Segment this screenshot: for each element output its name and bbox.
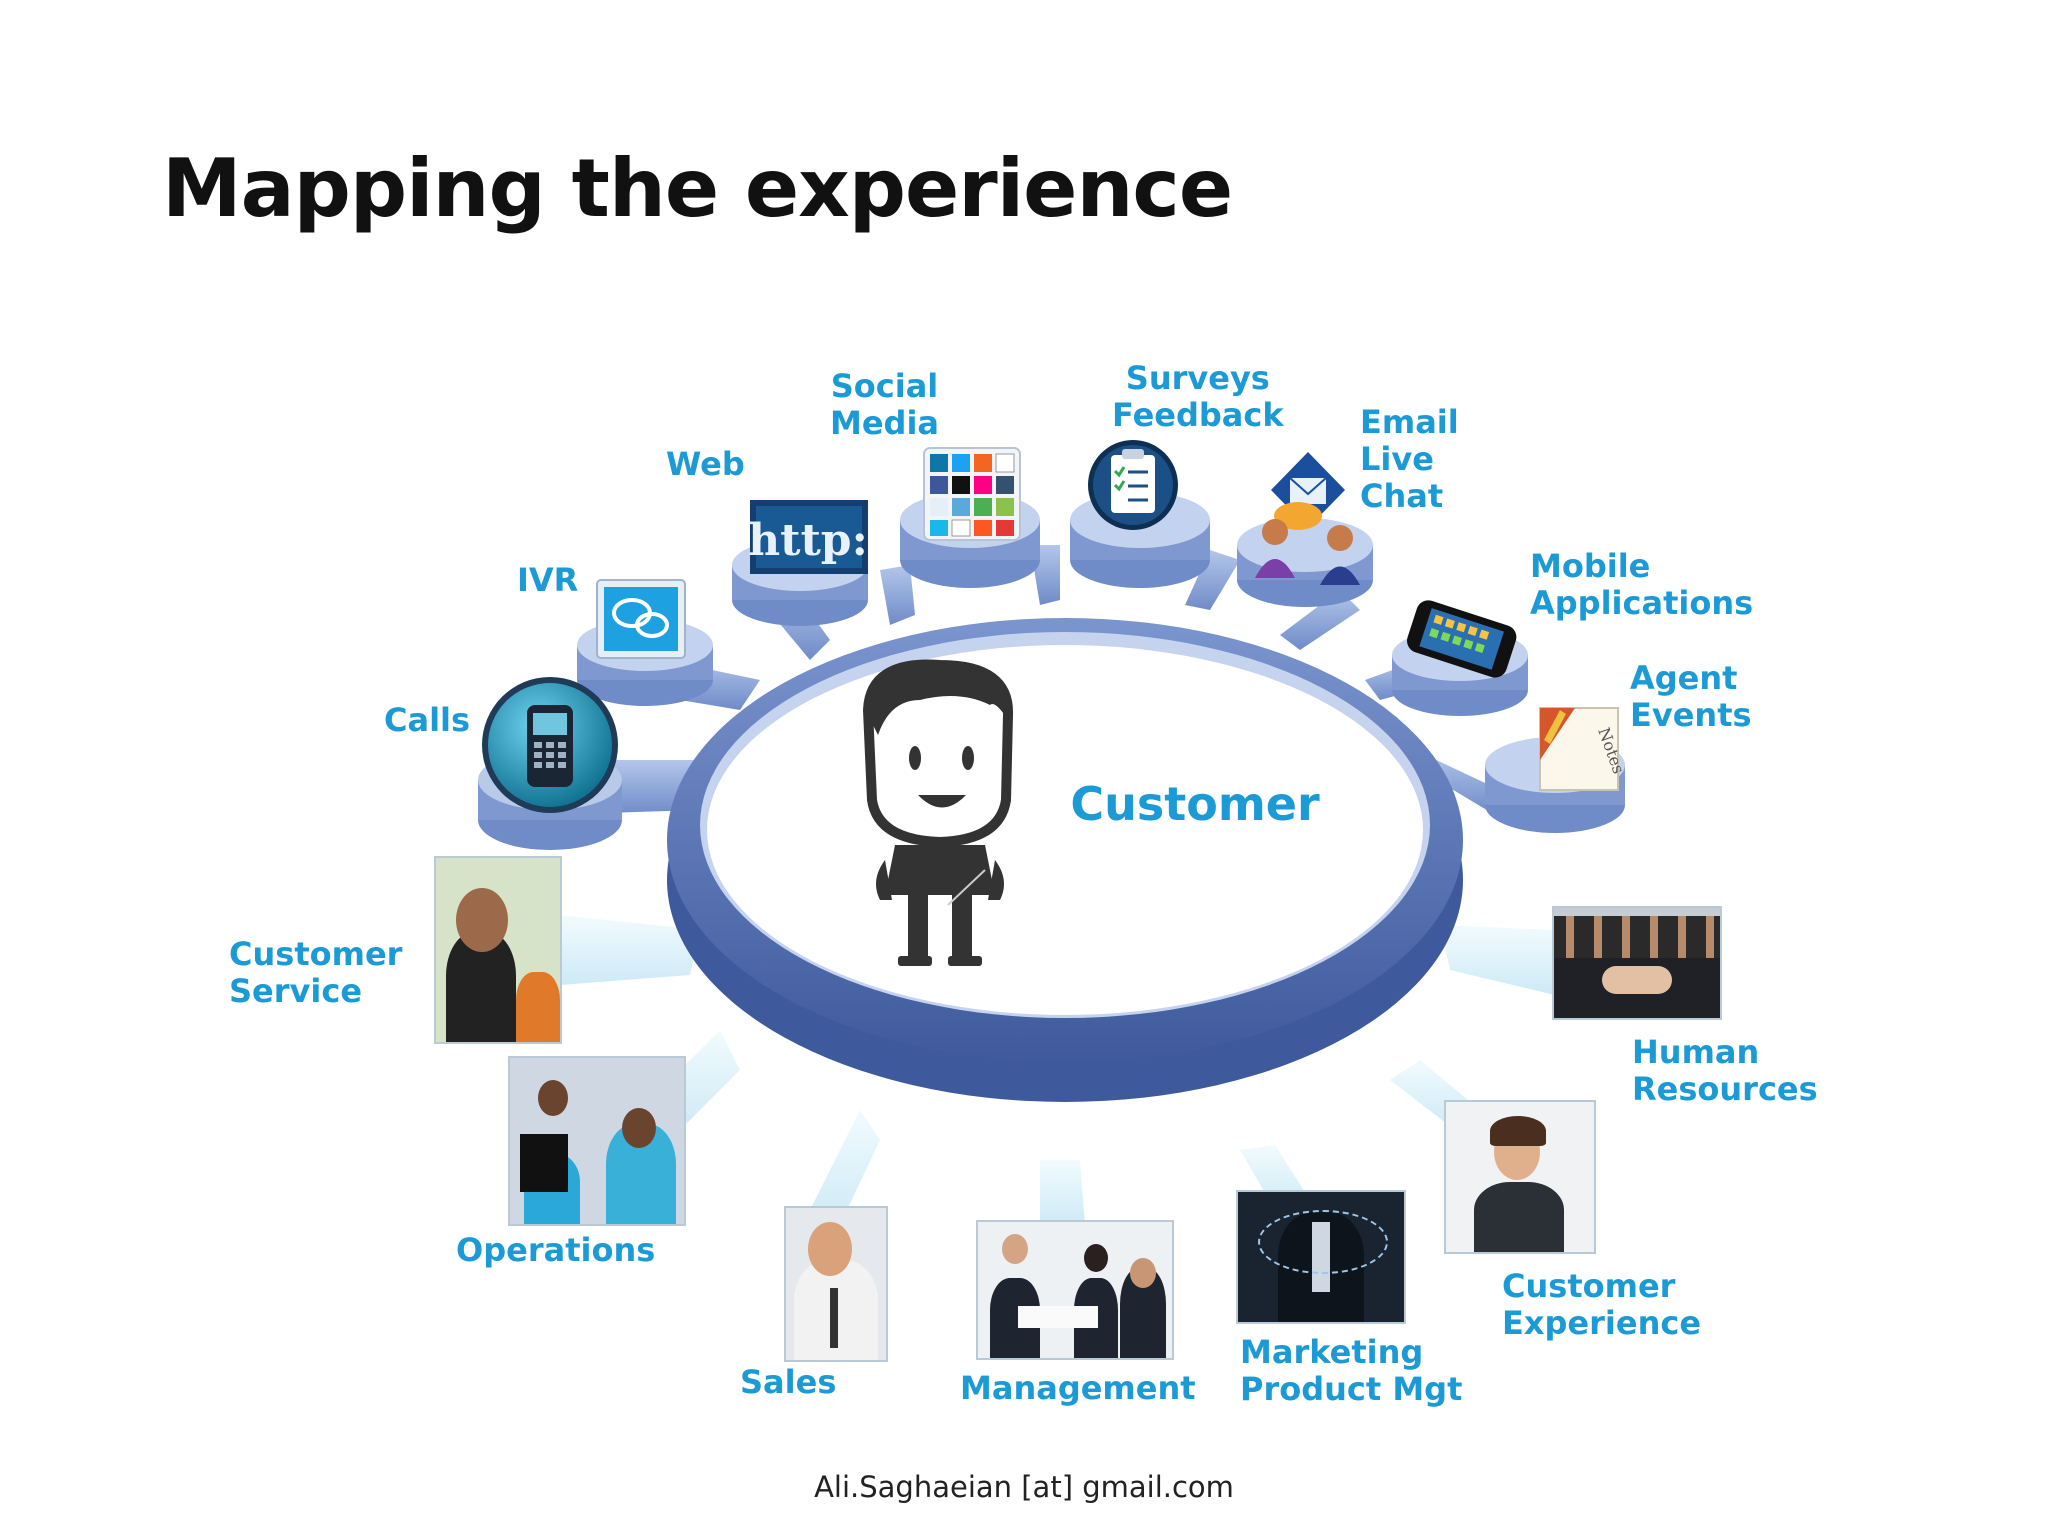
channel-label-ivr: IVR [517,561,579,599]
department-label-customer-experience: Customer Experience [1502,1267,1702,1342]
phone-icon [482,677,618,813]
channel-label-calls: Calls [384,701,471,739]
management-photo [976,1220,1174,1360]
channel-label-mobile-applications: Mobile Applications [1530,547,1754,622]
channel-label-agent-events: Agent Events [1630,659,1752,734]
channel-label-surveys-feedback: Surveys Feedback [1112,359,1284,434]
department-label-management: Management [960,1369,1196,1407]
speech-bubbles-icon [596,579,686,659]
email-chat-users-icon [1255,452,1360,585]
department-label-human-resources: Human Resources [1632,1033,1818,1108]
customer-figure [862,659,1014,966]
department-label-customer-service: Customer Service [229,935,403,1010]
department-label-marketing-product-mgt: Marketing Product Mgt [1240,1333,1463,1408]
pedestal-email [1237,518,1373,607]
department-label-operations: Operations [456,1231,656,1269]
channel-label-social-media: Social Media [830,367,940,442]
human-resources-photo [1552,906,1722,1020]
marketing-photo [1236,1190,1406,1324]
smartphone-icon [1407,600,1517,678]
center-label: Customer [1070,777,1320,831]
notes-icon: Notes [1539,707,1628,791]
operations-photo [508,1056,686,1226]
customer-experience-photo [1444,1100,1596,1254]
social-media-grid-icon [923,447,1021,541]
footer-email: Ali.Saghaeian [at] gmail.com [814,1470,1234,1504]
page-title: Mapping the experience [162,142,1233,235]
clipboard-checklist-icon [1088,440,1178,530]
svg-text:http:: http: [748,515,868,566]
channel-label-email-live-chat: Email Live Chat [1360,403,1459,515]
http-icon: http: [748,500,868,574]
channel-label-web: Web [666,445,745,483]
sales-photo [784,1206,888,1362]
customer-service-photo [434,856,562,1044]
department-label-sales: Sales [740,1363,837,1401]
